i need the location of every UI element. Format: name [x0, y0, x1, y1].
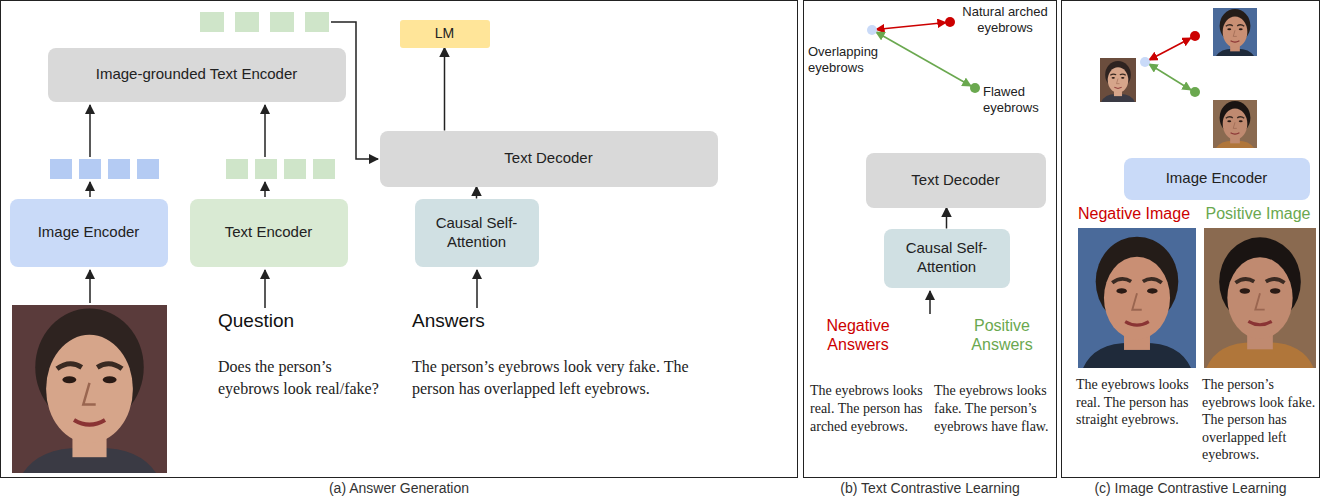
flow-arrow: [929, 291, 931, 314]
negative-face-thumbnail: [1213, 6, 1257, 59]
connector-arrow: [946, 208, 948, 229]
question-text: Does the person’s eyebrows look real/fak…: [218, 356, 383, 401]
flow-arrow: [476, 270, 478, 308]
lm-head-box: LM: [400, 20, 490, 48]
positive-point: [1190, 87, 1200, 97]
anchor-point: [867, 25, 877, 35]
text-token: [235, 12, 259, 32]
text-token: [305, 12, 329, 32]
embedding-space: [867, 17, 980, 93]
embedding-label: Natural arched eyebrows: [958, 4, 1052, 35]
answer-text: The eyebrows looks real. The person has …: [1076, 376, 1200, 429]
image-token: [137, 159, 159, 179]
box-label: LM: [435, 25, 454, 43]
positive-label: Positive Answers: [952, 316, 1052, 354]
panel-frame: (a) Answer GenerationLMImage-grounded Te…: [0, 0, 798, 478]
text-token: [313, 159, 335, 179]
flow-arrow: [89, 105, 91, 157]
encoder-box: Image Encoder: [1124, 158, 1310, 200]
box-label: Image-grounded Text Encoder: [96, 65, 298, 84]
answer-text: The person’s eyebrows look very fake. Th…: [412, 356, 722, 401]
box-label: Causal Self-Attention: [890, 239, 1004, 277]
attract-arrow: [1149, 64, 1191, 90]
decoder-box: Text Decoder: [866, 153, 1046, 208]
decoder-box: Text Decoder: [380, 131, 718, 187]
negative-label: Negative Image: [1070, 204, 1198, 223]
image-token: [50, 159, 72, 179]
negative-point: [945, 17, 955, 27]
panel-caption: (c) Image Contrastive Learning: [1062, 480, 1319, 496]
connector-arrow: [476, 187, 478, 199]
box-label: Text Decoder: [911, 171, 999, 190]
panel-caption: (b) Text Contrastive Learning: [804, 480, 1056, 496]
encoder-box: Image-grounded Text Encoder: [48, 48, 346, 102]
positive-label: Positive Image: [1198, 204, 1318, 223]
positive-face-thumbnail: [1213, 98, 1257, 151]
positive-face-photo: [1202, 228, 1319, 368]
box-label: Causal Self-Attention: [421, 214, 533, 252]
text-token: [255, 159, 277, 179]
encoder-box: Text Encoder: [190, 199, 348, 267]
positive-point: [970, 83, 980, 93]
text-token: [200, 12, 224, 32]
flow-arrows: [90, 22, 930, 314]
token-row: [226, 159, 335, 179]
anchor-face-thumbnail: [1100, 58, 1137, 102]
text-token: [270, 12, 294, 32]
negative-label: Negative Answers: [808, 316, 908, 354]
token-row: [200, 12, 329, 32]
token-row: [50, 159, 159, 179]
attract-arrow: [876, 32, 971, 86]
flow-arrow: [264, 105, 266, 157]
encoder-box: Image Encoder: [10, 199, 168, 267]
image-token: [108, 159, 130, 179]
text-token: [226, 159, 248, 179]
embedding-space: [1140, 31, 1200, 97]
panel-caption: (a) Answer Generation: [1, 480, 797, 496]
box-label: Image Encoder: [1166, 169, 1268, 188]
embedding-label: Overlapping eyebrows: [808, 44, 888, 75]
attention-box: Causal Self-Attention: [884, 229, 1010, 288]
answer-text: The eyebrows looks fake. The person’s ey…: [934, 382, 1050, 437]
flow-arrow: [89, 182, 91, 197]
box-label: Text Encoder: [225, 223, 313, 242]
flow-arrow: [264, 270, 266, 308]
box-label: Image Encoder: [38, 223, 140, 242]
section-label: Question: [218, 310, 348, 333]
embedding-label: Flawed eyebrows: [983, 84, 1053, 115]
answer-text: The eyebrows looks real. The person has …: [810, 382, 928, 437]
attention-box: Causal Self-Attention: [415, 199, 539, 267]
anchor-point: [1140, 57, 1150, 67]
section-label: Answers: [412, 310, 562, 333]
repel-arrow: [1149, 38, 1191, 60]
negative-point: [1190, 31, 1200, 41]
answer-text: The person’s eyebrows look fake. The per…: [1202, 376, 1316, 464]
flow-arrow: [89, 270, 91, 303]
repel-arrow: [876, 23, 946, 30]
connector-arrow: [444, 48, 446, 131]
flow-arrow: [264, 182, 266, 197]
image-token: [79, 159, 101, 179]
text-token: [284, 159, 306, 179]
box-label: Text Decoder: [504, 149, 592, 168]
negative-face-photo: [1078, 227, 1196, 369]
input-face-photo: [12, 296, 167, 482]
